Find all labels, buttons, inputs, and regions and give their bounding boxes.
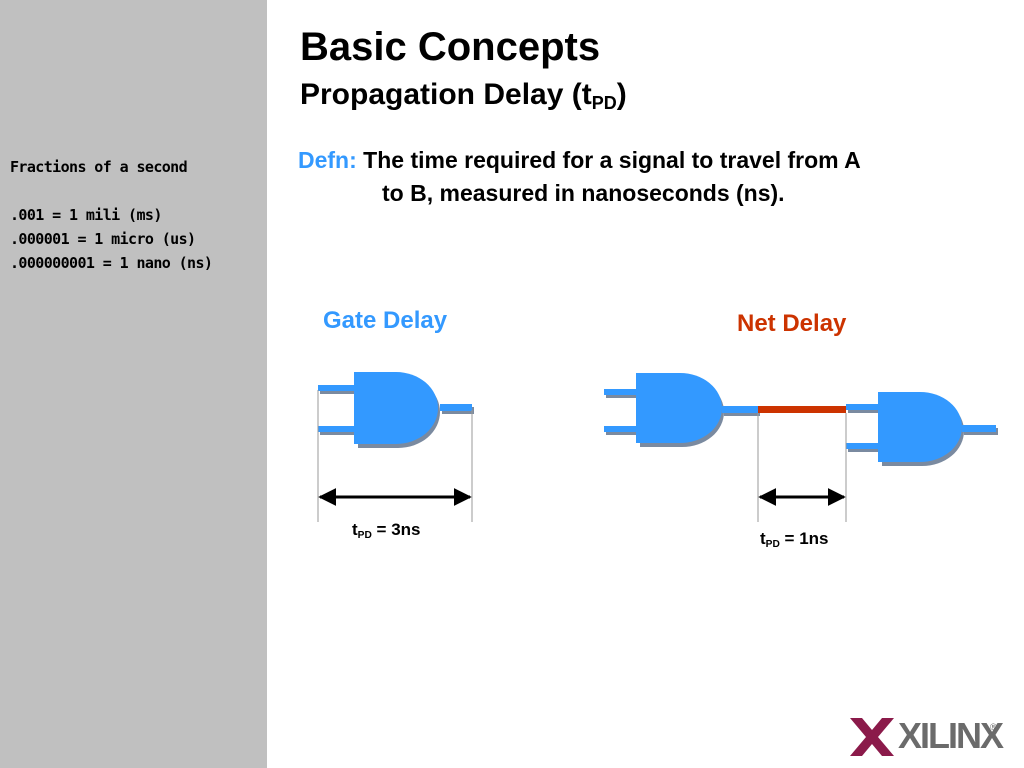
net-delay-destination-gate (846, 392, 998, 466)
net-delay-subscript: PD (765, 539, 780, 551)
sidebar-heading: Fractions of a second (10, 158, 188, 176)
sidebar-panel (0, 0, 267, 768)
xilinx-logo-text: XILINX (898, 715, 1004, 756)
sidebar-line-ns: .000000001 = 1 nano (ns) (10, 254, 213, 272)
net-wire (758, 406, 846, 413)
subtitle-subscript: PD (591, 93, 617, 114)
xilinx-registered-mark: ® (990, 722, 997, 732)
definition-line-2: to B, measured in nanoseconds (ns). (382, 180, 785, 206)
slide-title: Basic Concepts (300, 25, 601, 69)
sidebar-note: Fractions of a second .001 = 1 mili (ms)… (10, 155, 213, 275)
definition-label: Defn: (298, 147, 357, 173)
xilinx-x-icon (850, 718, 894, 756)
gate-delay-subscript: PD (357, 530, 372, 542)
sidebar-line-us: .000001 = 1 micro (us) (10, 230, 196, 248)
gate-delay-and-gate (318, 372, 474, 448)
gate-delay-t: t (352, 520, 358, 539)
definition-text: Defn: The time required for a signal to … (298, 144, 1008, 210)
definition-line-1: The time required for a signal to travel… (363, 147, 861, 173)
net-delay-ns: = 1ns (779, 529, 829, 548)
net-delay-source-gate (604, 373, 760, 447)
xilinx-logo-mark (850, 718, 894, 756)
gate-delay-label: Gate Delay (323, 307, 448, 334)
gate-delay-value: tPD = 3ns (352, 520, 421, 543)
subtitle-main: Propagation Delay (t (300, 78, 592, 111)
net-delay-t: t (760, 529, 766, 548)
slide-subtitle: Propagation Delay (tPD) (300, 76, 627, 117)
sidebar-line-ms: .001 = 1 mili (ms) (10, 206, 162, 224)
gate-delay-ns: = 3ns (371, 520, 421, 539)
net-delay-value: tPD = 1ns (760, 529, 829, 552)
subtitle-end: ) (616, 78, 627, 111)
net-delay-label: Net Delay (737, 310, 847, 337)
